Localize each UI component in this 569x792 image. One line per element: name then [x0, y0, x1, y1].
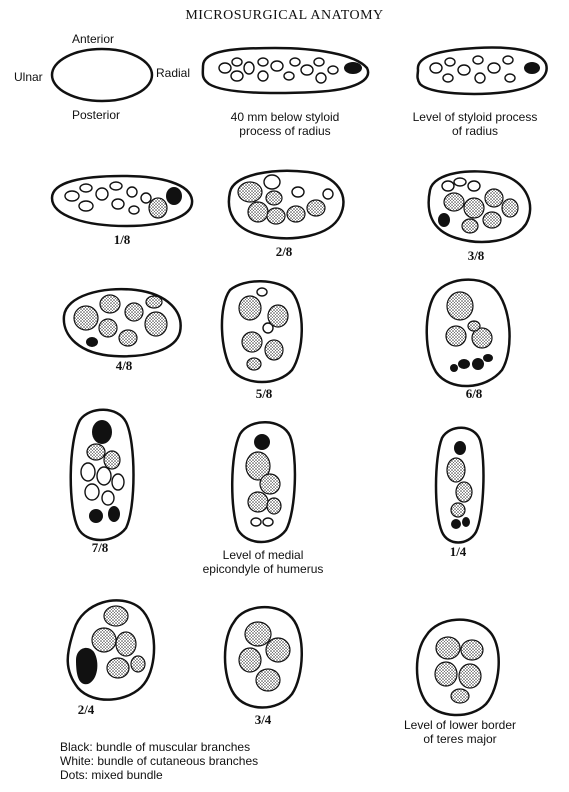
section-teres: [417, 620, 499, 715]
section-2-4: [68, 600, 154, 699]
section-epicondyle: [232, 422, 295, 542]
section-styloid: [418, 48, 547, 94]
section-3-4: [225, 607, 302, 707]
section-2-8: [229, 171, 344, 238]
orientation-ellipse: [52, 49, 152, 101]
section-6-8: [427, 280, 510, 386]
section-3-8: [429, 171, 530, 242]
section-1-4: [436, 428, 483, 543]
section-40mm: [203, 48, 368, 93]
section-4-8: [64, 289, 181, 356]
section-7-8: [71, 410, 134, 540]
section-1-8: [52, 176, 192, 226]
section-5-8: [222, 281, 302, 382]
